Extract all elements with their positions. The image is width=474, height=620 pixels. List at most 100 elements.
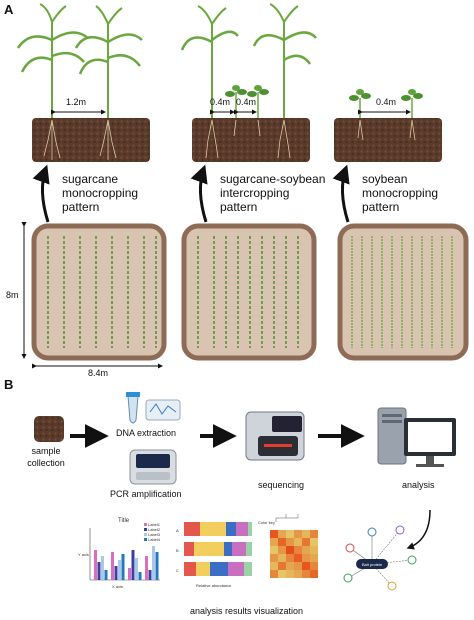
step-pcr-amplification: PCR amplification bbox=[110, 489, 182, 499]
sugarcane-plant bbox=[74, 5, 143, 118]
panel-letter-b: B bbox=[4, 377, 14, 392]
stacked-segment bbox=[244, 562, 252, 576]
heatmap-cell bbox=[278, 530, 286, 538]
heatmap-cell bbox=[270, 538, 278, 546]
step-analysis: analysis bbox=[402, 480, 435, 490]
roots bbox=[43, 119, 117, 160]
stacked-segment bbox=[200, 522, 226, 536]
chart-bar bbox=[138, 572, 142, 580]
chart-bar bbox=[145, 556, 148, 580]
heatmap-cell bbox=[286, 538, 294, 546]
bar-chart-thumbnail bbox=[89, 523, 160, 581]
soil-block-soybean bbox=[334, 118, 442, 162]
spacing-label-sugarcane: 1.2m bbox=[66, 97, 87, 107]
pcr-machine-icon bbox=[129, 449, 177, 485]
heatmap-cell bbox=[310, 538, 318, 546]
pattern-label-line: pattern bbox=[362, 200, 400, 214]
pattern-label-line: pattern bbox=[62, 200, 100, 214]
heatmap-cell bbox=[278, 570, 286, 578]
stacked-row-label: B bbox=[176, 548, 179, 553]
stacked-segment bbox=[246, 542, 252, 556]
heatmap-cell bbox=[310, 562, 318, 570]
network-center-label: Bait protein bbox=[362, 562, 383, 567]
chart-bar bbox=[111, 552, 114, 580]
chart-bar bbox=[104, 570, 108, 580]
curved-arrow-to-results bbox=[406, 509, 431, 550]
stacked-segment bbox=[184, 562, 196, 576]
pattern-label-line: sugarcane-soybean bbox=[220, 172, 326, 186]
soil-sample-icon bbox=[34, 416, 64, 442]
chart-bar bbox=[114, 566, 118, 580]
soybean-plant bbox=[225, 85, 269, 118]
heatmap-cell bbox=[302, 554, 310, 562]
stacked-segment bbox=[196, 562, 210, 576]
chart-bar bbox=[94, 550, 97, 580]
heatmap-cell bbox=[302, 538, 310, 546]
chart-bar bbox=[97, 562, 101, 580]
bar-chart-legend-entry: Label2 bbox=[148, 527, 161, 532]
bar-chart-legend-entry: Label3 bbox=[148, 532, 161, 537]
pattern-label-line: sugarcane bbox=[62, 172, 119, 186]
heatmap-cell bbox=[270, 530, 278, 538]
heatmap-cell bbox=[286, 554, 294, 562]
field-plot-intercrop bbox=[181, 223, 317, 361]
heatmap-cell bbox=[286, 562, 294, 570]
legend-swatch bbox=[144, 523, 147, 526]
stacked-xlabel: Relative abundance bbox=[196, 583, 232, 588]
pattern-label-line: intercropping bbox=[220, 186, 290, 200]
legend-swatch bbox=[144, 533, 147, 536]
heatmap-cell bbox=[294, 562, 302, 570]
spacing-label-intercrop-left: 0.4m bbox=[210, 97, 231, 107]
bar-chart-title: Title bbox=[118, 518, 130, 524]
heatmap-cell bbox=[310, 530, 318, 538]
heatmap-cell bbox=[270, 554, 278, 562]
results-caption: analysis results visualization bbox=[190, 606, 304, 616]
bar-chart-ylabel: Y axis bbox=[78, 552, 89, 557]
legend-swatch bbox=[144, 538, 147, 541]
heatmap-cell bbox=[302, 546, 310, 554]
soil-block-sugarcane bbox=[32, 118, 150, 162]
heatmap-thumbnail bbox=[270, 514, 318, 578]
heatmap-cell bbox=[310, 570, 318, 578]
heatmap-cell bbox=[270, 546, 278, 554]
heatmap-cell bbox=[286, 546, 294, 554]
heatmap-cell bbox=[278, 554, 286, 562]
stacked-segment bbox=[226, 522, 236, 536]
heatmap-cell bbox=[294, 570, 302, 578]
step-sequencing: sequencing bbox=[258, 480, 305, 490]
spacing-label-soybean: 0.4m bbox=[376, 97, 397, 107]
heatmap-cell bbox=[278, 562, 286, 570]
panel-letter-a: A bbox=[4, 2, 14, 17]
bar-chart-legend-entry: Label4 bbox=[148, 537, 161, 542]
crop-rows bbox=[47, 236, 157, 348]
heatmap-cell bbox=[270, 562, 278, 570]
curved-arrow bbox=[32, 164, 350, 223]
heatmap-cell bbox=[294, 538, 302, 546]
stacked-segment bbox=[228, 562, 244, 576]
heatmap-cell bbox=[310, 554, 318, 562]
chart-bar bbox=[121, 554, 125, 580]
pattern-label-line: soybean bbox=[362, 172, 408, 186]
pattern-label-line: monocropping bbox=[62, 186, 139, 200]
chart-bar bbox=[152, 546, 155, 580]
sugarcane-plant bbox=[16, 3, 89, 118]
heatmap-legend-title: Color key bbox=[258, 520, 275, 525]
heatmap-cell bbox=[294, 530, 302, 538]
heatmap-cell bbox=[302, 530, 310, 538]
spacing-label-intercrop-right: 0.4m bbox=[236, 97, 257, 107]
stacked-segment bbox=[224, 542, 232, 556]
heatmap-cell bbox=[310, 546, 318, 554]
stacked-row-label: A bbox=[176, 528, 179, 533]
stacked-row-label: C bbox=[176, 568, 179, 573]
chart-bar bbox=[101, 556, 104, 580]
sequencer-icon bbox=[245, 411, 305, 461]
step-sample-line2: collection bbox=[27, 458, 65, 468]
heatmap-cell bbox=[294, 554, 302, 562]
network-thumbnail bbox=[343, 525, 417, 591]
chart-bar bbox=[148, 570, 152, 580]
crop-rows bbox=[351, 236, 453, 348]
heatmap-cell bbox=[286, 530, 294, 538]
soybean-plant bbox=[349, 89, 423, 118]
stacked-segment bbox=[232, 542, 246, 556]
